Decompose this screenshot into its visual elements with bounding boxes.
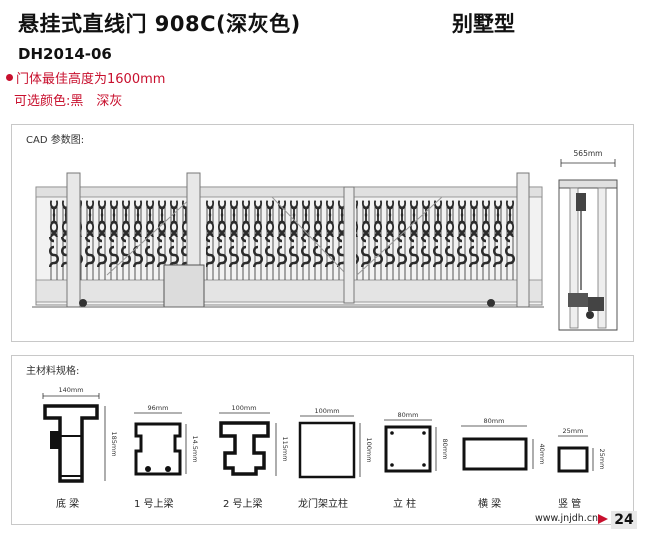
width-label-gantry-column: 100mm — [314, 407, 339, 415]
section-name-vertical-pipe: 竖 管 — [558, 499, 582, 510]
section-name-column: 立 柱 — [393, 499, 417, 510]
section-top-beam-2 — [219, 412, 277, 476]
width-label-column: 80mm — [398, 411, 419, 419]
website-link[interactable]: www.jnjdh.cn — [535, 513, 599, 524]
section-name-top-beam-1: 1 号上梁 — [134, 499, 174, 510]
width-label-top-beam-1: 96mm — [148, 404, 169, 412]
section-column — [384, 419, 437, 473]
height-note-text: 门体最佳高度为1600mm — [16, 72, 166, 87]
section-bottom-beam — [42, 393, 106, 483]
width-label-bottom-beam: 140mm — [58, 386, 83, 394]
section-name-top-beam-2: 2 号上梁 — [223, 499, 263, 510]
height-label-cross-beam: 40mm — [538, 444, 546, 465]
section-gantry-column — [298, 415, 361, 479]
cad-drawing: 565mm — [32, 149, 618, 331]
cad-label: CAD 参数图: — [26, 135, 85, 146]
bullet-dot-icon — [6, 74, 13, 81]
height-label-gantry-column: 100mm — [365, 437, 373, 462]
product-title: 悬挂式直线门 908C(深灰色) — [18, 12, 301, 36]
height-label-top-beam-1: 14.5mm — [191, 435, 199, 462]
materials-label: 主材料规格: — [26, 366, 80, 377]
materials-panel: 主材料规格: — [11, 355, 634, 525]
model-number: DH2014-06 — [18, 45, 112, 63]
section-top-beam-1 — [134, 412, 187, 476]
height-label-top-beam-2: 115mm — [281, 436, 289, 461]
section-name-bottom-beam: 底 梁 — [56, 499, 80, 510]
cad-panel: CAD 参数图: — [11, 124, 634, 342]
section-cross-beam — [461, 425, 534, 471]
page-number: 24 — [611, 511, 637, 529]
width-label-top-beam-2: 100mm — [231, 404, 256, 412]
sections-drawing: 140mm 96mm 100mm 100mm 80mm 80mm 25mm 18… — [42, 386, 606, 483]
section-vertical-pipe — [557, 435, 594, 473]
category-label: 别墅型 — [452, 12, 515, 36]
side-width-label: 565mm — [574, 149, 603, 158]
width-label-cross-beam: 80mm — [484, 417, 505, 425]
arrow-right-icon — [598, 514, 608, 524]
section-name-cross-beam: 横 梁 — [478, 499, 502, 510]
colors-note: 可选颜色:黑 深灰 — [14, 94, 123, 109]
height-label-column: 80mm — [441, 439, 449, 460]
width-label-vertical-pipe: 25mm — [563, 427, 584, 435]
height-note: 门体最佳高度为1600mm — [6, 68, 165, 87]
height-label-vertical-pipe: 25mm — [598, 449, 606, 470]
side-view — [558, 159, 618, 331]
section-name-gantry-column: 龙门架立柱 — [298, 499, 348, 510]
gate-elevation — [32, 172, 544, 308]
height-label-bottom-beam: 185mm — [110, 431, 118, 456]
